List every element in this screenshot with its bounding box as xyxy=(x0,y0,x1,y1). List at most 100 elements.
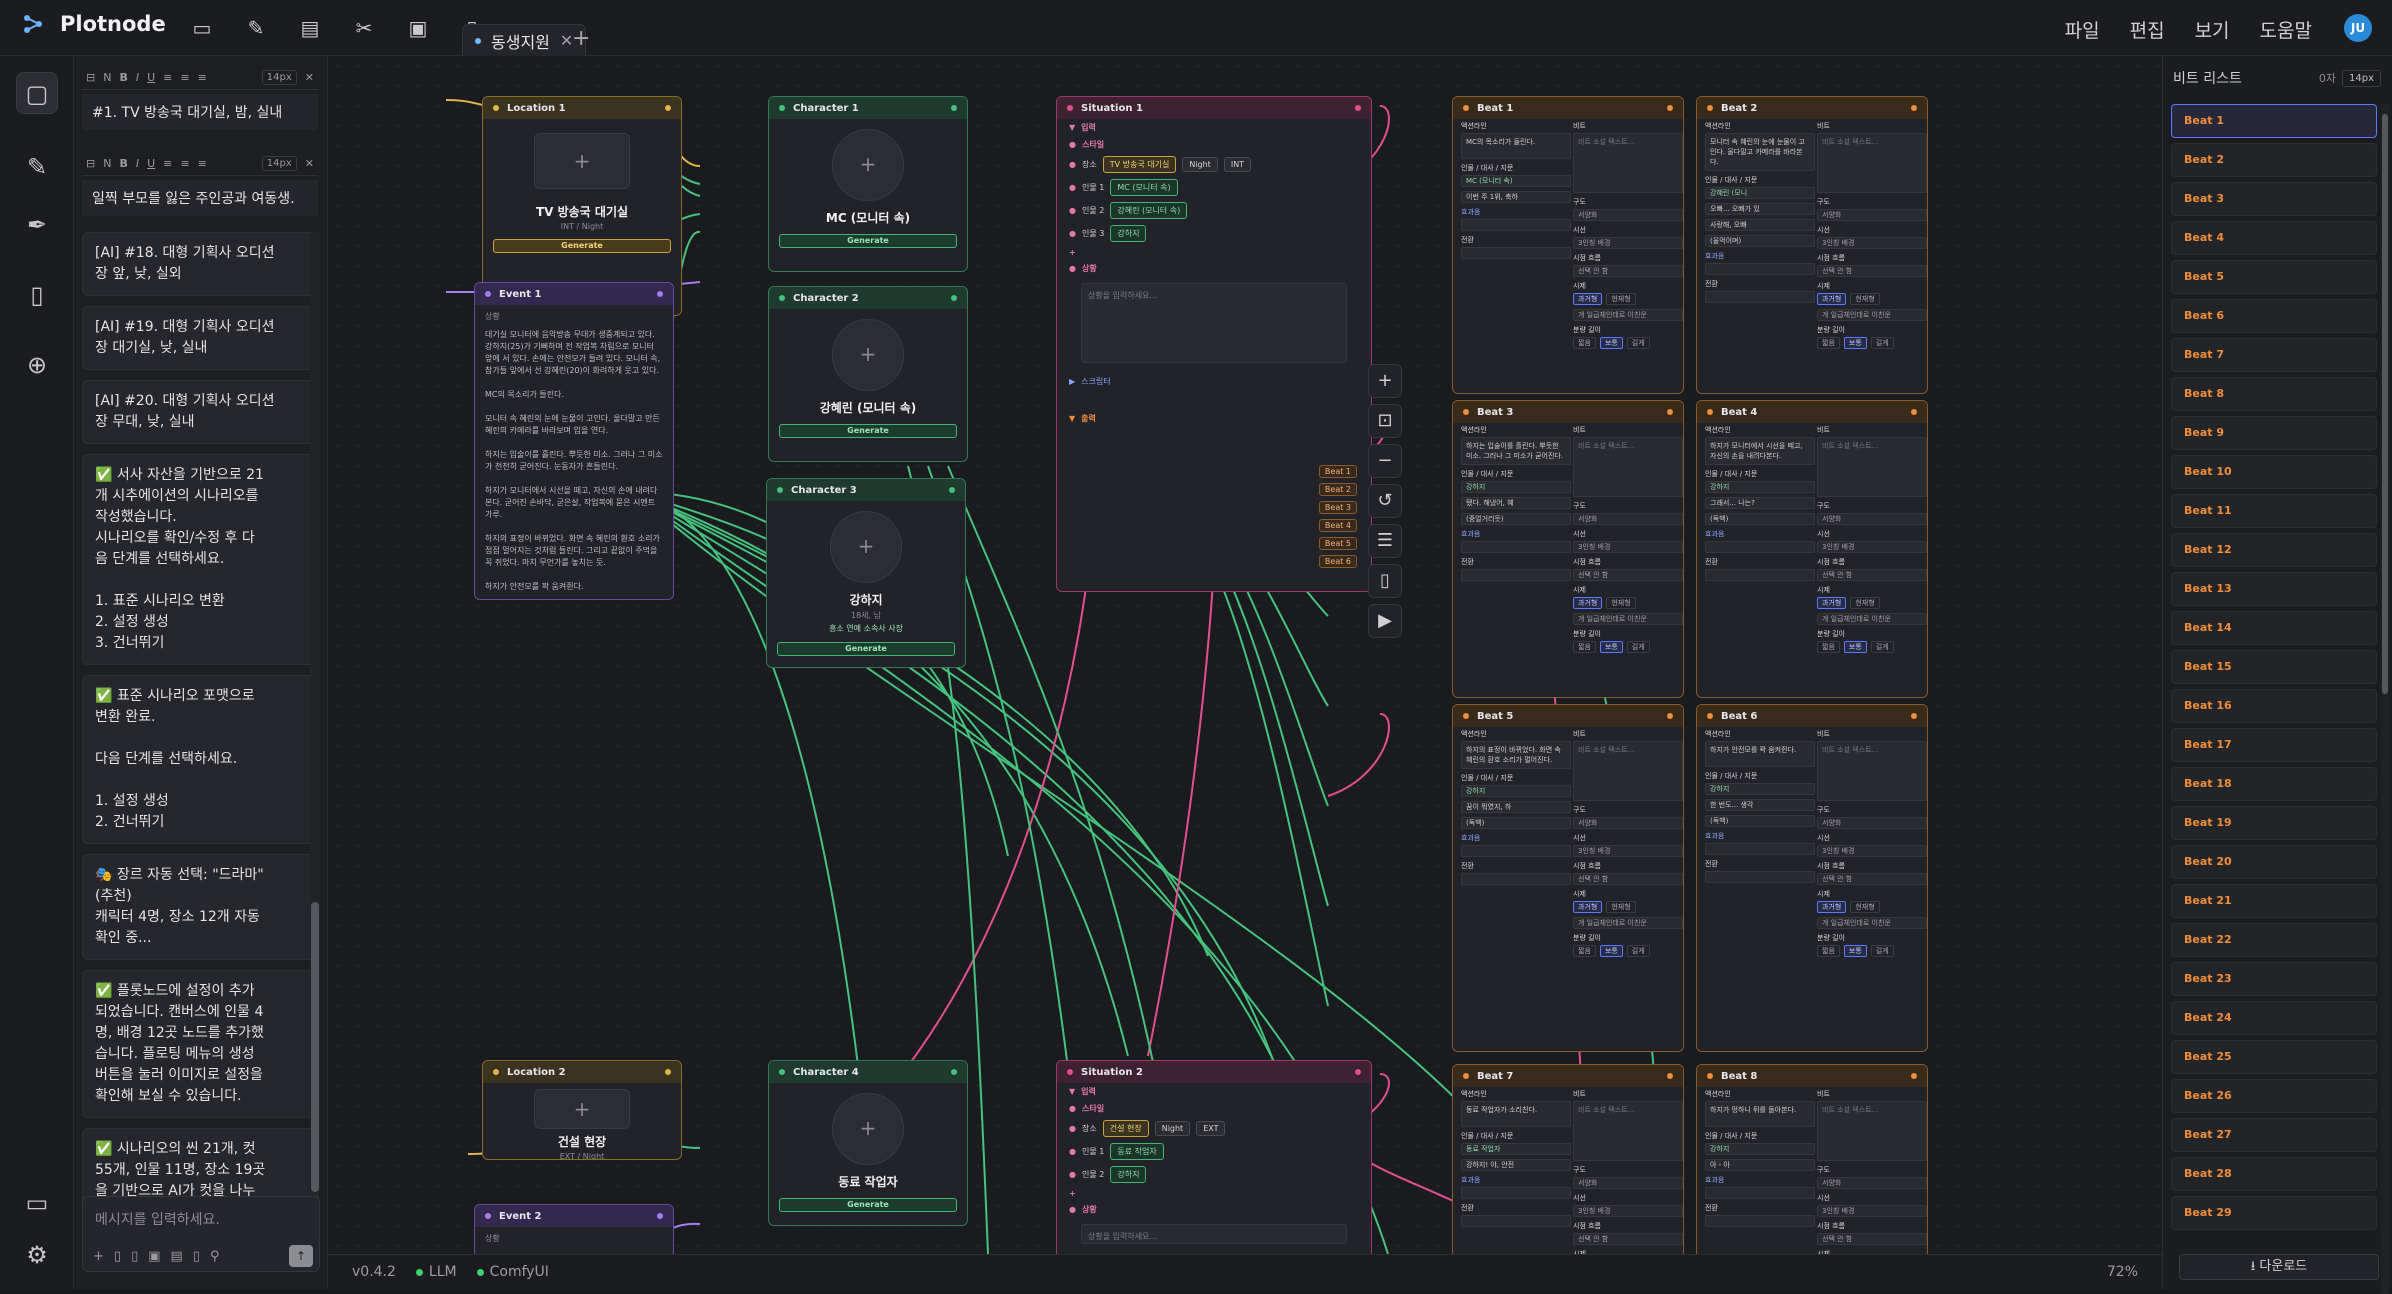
image-upload-slot[interactable]: + xyxy=(534,1089,630,1129)
situation-node-2[interactable]: Situation 2 ▼입력 ●스타일 ●장소 건설 현장 Night EXT… xyxy=(1056,1060,1372,1254)
location-node-2[interactable]: Location 2 + 건설 현장 EXT / Night xyxy=(482,1060,682,1160)
section-input[interactable]: ▼입력 xyxy=(1069,1087,1096,1096)
dialog-line[interactable]: 동료 작업자 xyxy=(1461,1143,1571,1155)
beat-list-item[interactable]: Beat 10 xyxy=(2171,455,2377,489)
angle-select[interactable]: 3인칭 배경 xyxy=(1573,1205,1683,1217)
dialog-line[interactable]: 아 - 아 xyxy=(1705,1159,1815,1171)
add-person-icon[interactable]: + xyxy=(1069,1189,1076,1198)
transition-field[interactable] xyxy=(1461,873,1571,885)
beat-list-item[interactable]: Beat 11 xyxy=(2171,494,2377,528)
beat-text[interactable]: 비트 소설 텍스트... xyxy=(1573,741,1683,801)
character-node-1[interactable]: Character 1 + MC (모니터 속) Generate xyxy=(768,96,968,272)
beat-list-item[interactable]: Beat 7 xyxy=(2171,338,2377,372)
angle-select[interactable]: 3인칭 배경 xyxy=(1817,541,1927,553)
angle-select[interactable]: 3인칭 배경 xyxy=(1817,1205,1927,1217)
length-normal[interactable]: 보통 xyxy=(1843,337,1867,349)
add-person-icon[interactable]: + xyxy=(1069,248,1076,257)
node-header[interactable]: Beat 1 xyxy=(1453,97,1683,119)
beat-list-item[interactable]: Beat 18 xyxy=(2171,767,2377,801)
length-short[interactable]: 짧음 xyxy=(1817,641,1840,653)
align-left-icon[interactable]: ≡ xyxy=(163,157,173,170)
dialog-line[interactable]: 강혜린 (모니 xyxy=(1705,187,1815,199)
scroll-thumb[interactable] xyxy=(311,902,319,1192)
tense-past[interactable]: 과거형 xyxy=(1573,293,1603,305)
dialog-line[interactable]: 강하지 xyxy=(1461,785,1571,797)
scroll-thumb[interactable] xyxy=(2382,114,2388,694)
person-chip[interactable]: 동료 작업자 xyxy=(1110,1143,1164,1160)
node-header[interactable]: Beat 4 xyxy=(1697,401,1927,423)
length-long[interactable]: 길게 xyxy=(1626,337,1650,349)
action-text[interactable]: 하지가 안전모를 꽉 움켜쥔다. xyxy=(1705,741,1815,767)
time-flow-select[interactable]: 선택 안 함 xyxy=(1817,569,1927,581)
tense-past[interactable]: 과거형 xyxy=(1573,597,1603,609)
length-long[interactable]: 길게 xyxy=(1870,337,1894,349)
beat-list-item[interactable]: Beat 6 xyxy=(2171,299,2377,333)
generate-button[interactable]: Generate xyxy=(779,1198,957,1212)
angle-select[interactable]: 3인칭 배경 xyxy=(1573,541,1683,553)
chat-bubble-icon[interactable]: ▢ xyxy=(16,72,58,114)
image-upload-slot[interactable]: + xyxy=(830,511,902,583)
node-header[interactable]: Location 2 xyxy=(483,1061,681,1083)
situation-textarea[interactable]: 상황을 입력하세요... xyxy=(1081,283,1347,363)
node-header[interactable]: Beat 5 xyxy=(1453,705,1683,727)
beat-list-item[interactable]: Beat 21 xyxy=(2171,884,2377,918)
dialog-line[interactable]: MC (모니터 속) xyxy=(1461,175,1571,187)
message-input[interactable]: 메시지를 입력하세요. xyxy=(95,1212,220,1228)
italic-icon[interactable]: I xyxy=(135,71,140,84)
beat-list-item[interactable]: Beat 3 xyxy=(2171,182,2377,216)
download-button[interactable]: ⭳ 다운로드 xyxy=(2179,1254,2379,1280)
node-header[interactable]: Situation 1 xyxy=(1057,97,1371,119)
fit-view-icon[interactable]: ⊡ xyxy=(1368,404,1402,438)
tab-project[interactable]: 동생지원 ✕ xyxy=(462,24,587,56)
io-chip[interactable]: EXT xyxy=(1196,1121,1226,1136)
character-node-2[interactable]: Character 2 + 강혜린 (모니터 속) Generate xyxy=(768,286,968,462)
extra-field[interactable]: 개 일급체인데로 이친운 xyxy=(1817,309,1927,321)
length-long[interactable]: 길게 xyxy=(1626,945,1650,957)
angle-select[interactable]: 3인칭 배경 xyxy=(1817,845,1927,857)
beat-list-item[interactable]: Beat 26 xyxy=(2171,1079,2377,1113)
transition-field[interactable] xyxy=(1705,871,1815,883)
beat-node-5[interactable]: Beat 5 액션라인 하지의 표정이 바뀌었다. 화면 속 혜린의 환호 소리… xyxy=(1452,704,1684,1052)
settings-sliders-icon[interactable]: ☰ xyxy=(1368,524,1402,558)
chat-scrollbar[interactable] xyxy=(310,232,320,1192)
effect-field[interactable] xyxy=(1705,843,1815,855)
beat-node-7[interactable]: Beat 7 액션라인 동료 작업자가 소리친다. 인물 / 대사 / 지문 동… xyxy=(1452,1064,1684,1254)
node-header[interactable]: Beat 6 xyxy=(1697,705,1927,727)
transition-field[interactable] xyxy=(1461,569,1571,581)
chat-input-box[interactable]: 메시지를 입력하세요. + ▯ ▯ ▣ ▤ ▯ ⚲ ↑ xyxy=(82,1196,320,1272)
extra-field[interactable]: 개 일급체인데로 이친운 xyxy=(1573,309,1683,321)
node-header[interactable]: Character 1 xyxy=(769,97,967,119)
image-upload-slot[interactable]: + xyxy=(832,129,904,201)
effect-field[interactable] xyxy=(1461,219,1571,231)
pen-nib-icon[interactable]: ✒ xyxy=(26,211,48,239)
beat-node-3[interactable]: Beat 3 액션라인 하지는 입술이를 흘린다. 뿌듯한 미소. 그러나 그 … xyxy=(1452,400,1684,698)
dialog-line[interactable]: 강하지 xyxy=(1461,481,1571,493)
node-header[interactable]: Beat 7 xyxy=(1453,1065,1683,1087)
image-upload-slot[interactable]: + xyxy=(534,133,630,189)
action-text[interactable]: 동료 작업자가 소리친다. xyxy=(1461,1101,1571,1127)
length-long[interactable]: 길게 xyxy=(1626,641,1650,653)
person-chip[interactable]: 강혜린 (모니터 속) xyxy=(1110,202,1188,219)
time-flow-select[interactable]: 선택 안 함 xyxy=(1573,569,1683,581)
angle-select[interactable]: 3인칭 배경 xyxy=(1817,237,1927,249)
time-chip[interactable]: Night xyxy=(1182,157,1218,172)
composition-select[interactable]: 서양화 xyxy=(1573,513,1683,525)
send-button[interactable]: ↑ xyxy=(289,1245,313,1267)
normal-text-icon[interactable]: N xyxy=(103,71,112,84)
zoom-out-icon[interactable]: − xyxy=(1368,444,1402,478)
extra-field[interactable]: 개 일급체인데로 이친운 xyxy=(1573,613,1683,625)
attach-text-icon[interactable]: ▯ xyxy=(192,1249,200,1264)
situation-textarea[interactable]: 상황을 입력하세요... xyxy=(1081,1224,1347,1244)
length-long[interactable]: 길게 xyxy=(1870,641,1894,653)
beat-list-item[interactable]: Beat 12 xyxy=(2171,533,2377,567)
length-normal[interactable]: 보통 xyxy=(1843,945,1867,957)
dialog-line[interactable]: 그래서... 나는? xyxy=(1705,497,1815,509)
close-icon[interactable]: ✕ xyxy=(304,71,314,84)
beat-list-item[interactable]: Beat 4 xyxy=(2171,221,2377,255)
dialog-line[interactable]: (울먹이며) xyxy=(1705,235,1815,247)
pen-icon[interactable]: ✎ xyxy=(247,16,265,40)
dialog-line[interactable]: 강하지 xyxy=(1705,481,1815,493)
beat-list-item[interactable]: Beat 27 xyxy=(2171,1118,2377,1152)
section-input[interactable]: ▼입력 xyxy=(1069,123,1096,132)
image-upload-slot[interactable]: + xyxy=(832,319,904,391)
